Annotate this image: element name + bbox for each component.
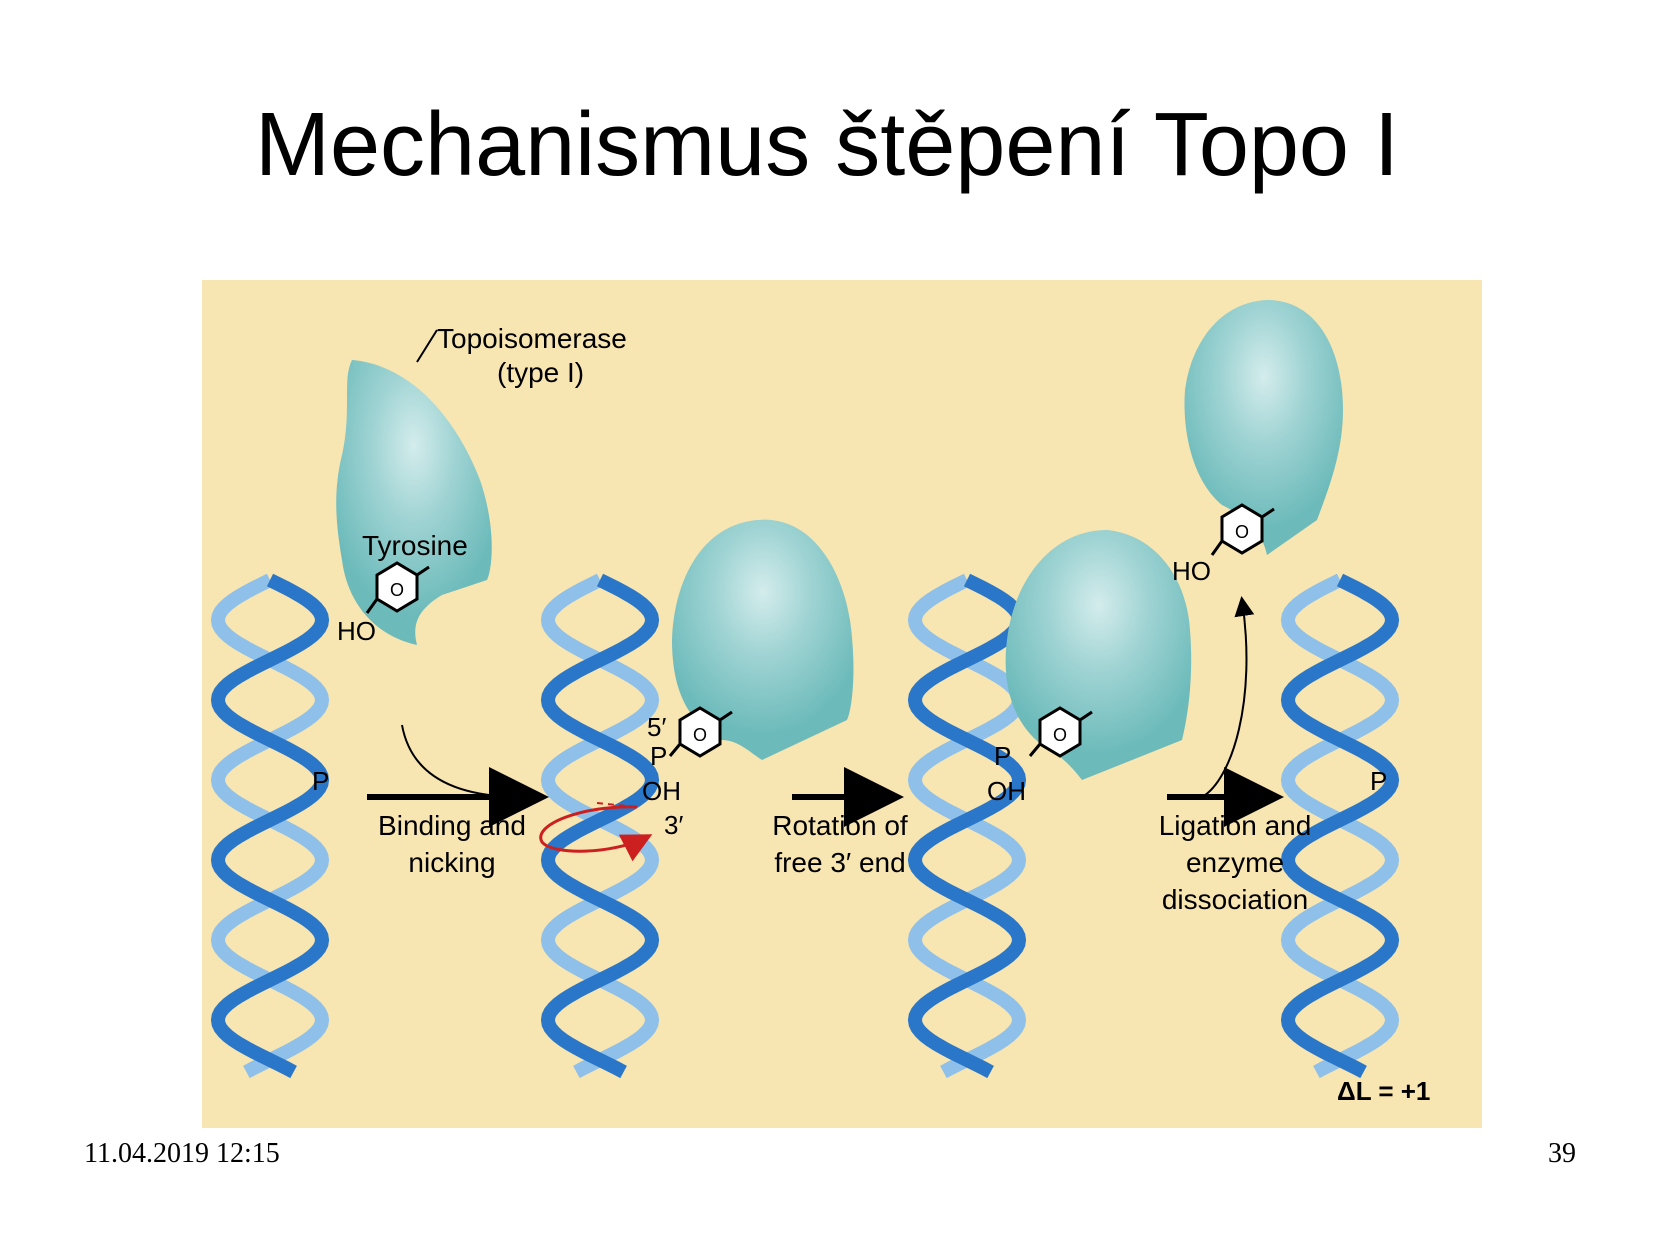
tyrosine-ring-2 (668, 706, 733, 758)
enzyme-dissociated (1184, 300, 1343, 555)
ring-o-label-2: O (693, 725, 707, 745)
footer-date: 11.04.2019 12:15 (84, 1138, 280, 1169)
step3-line2: enzyme (1186, 847, 1284, 878)
dna-front-strand (210, 573, 330, 1079)
ring-o-label-3: O (1053, 725, 1067, 745)
p-label-3: P (994, 741, 1011, 771)
enzyme-label-leader (416, 329, 438, 363)
dna-helix-1 (210, 573, 330, 1079)
tyrosine-label: Tyrosine (362, 530, 468, 561)
arrow-binding-curve (401, 724, 523, 798)
enzyme-label-line1: Topoisomerase (437, 323, 627, 354)
footer-page-number: 39 (1548, 1138, 1576, 1169)
ho-label-1: HO (337, 616, 376, 646)
step1-line1: Binding and (378, 810, 526, 841)
dna-helix-2 (540, 573, 660, 1079)
delta-l-label: ΔL = +1 (1337, 1076, 1430, 1106)
oh-label-2: OH (642, 776, 681, 806)
arrow-dissociation-curve (1201, 596, 1255, 798)
dna-front-strand (1280, 573, 1400, 1079)
enzyme-bound-2 (672, 519, 854, 760)
enzyme-free (336, 360, 492, 645)
ho-label-4: HO (1172, 556, 1211, 586)
enzyme-label-line2: (type I) (497, 357, 584, 388)
dna-front-strand (540, 573, 660, 1079)
topoisomerase-mechanism-figure: Topoisomerase (type I) Tyrosine O HO P 5… (202, 280, 1482, 1128)
p-label-4: P (1370, 766, 1387, 796)
tyrosine-ring-1 (365, 561, 430, 614)
step2-line1: Rotation of (772, 810, 908, 841)
oh-label-3: OH (987, 776, 1026, 806)
tyrosine-ring-4 (1210, 503, 1275, 556)
three-prime-label: 3′ (664, 810, 683, 840)
dna-front-strand (907, 573, 1027, 1079)
ring-o-label-4: O (1235, 522, 1249, 542)
slide-title: Mechanismus štěpení Topo I (255, 95, 1399, 195)
p-label-2: P (650, 741, 667, 771)
ring-o-label-1: O (390, 580, 404, 600)
tyrosine-ring-3 (1028, 706, 1093, 758)
rotation-arrow (539, 805, 653, 862)
dna-helix-4 (1280, 573, 1400, 1079)
step2-line2: free 3′ end (774, 847, 905, 878)
five-prime-label: 5′ (647, 712, 666, 742)
step1-line2: nicking (408, 847, 495, 878)
p-label-1: P (312, 766, 329, 796)
step3-line1: Ligation and (1159, 810, 1312, 841)
step3-line3: dissociation (1162, 884, 1308, 915)
dna-helix-3 (907, 573, 1027, 1079)
